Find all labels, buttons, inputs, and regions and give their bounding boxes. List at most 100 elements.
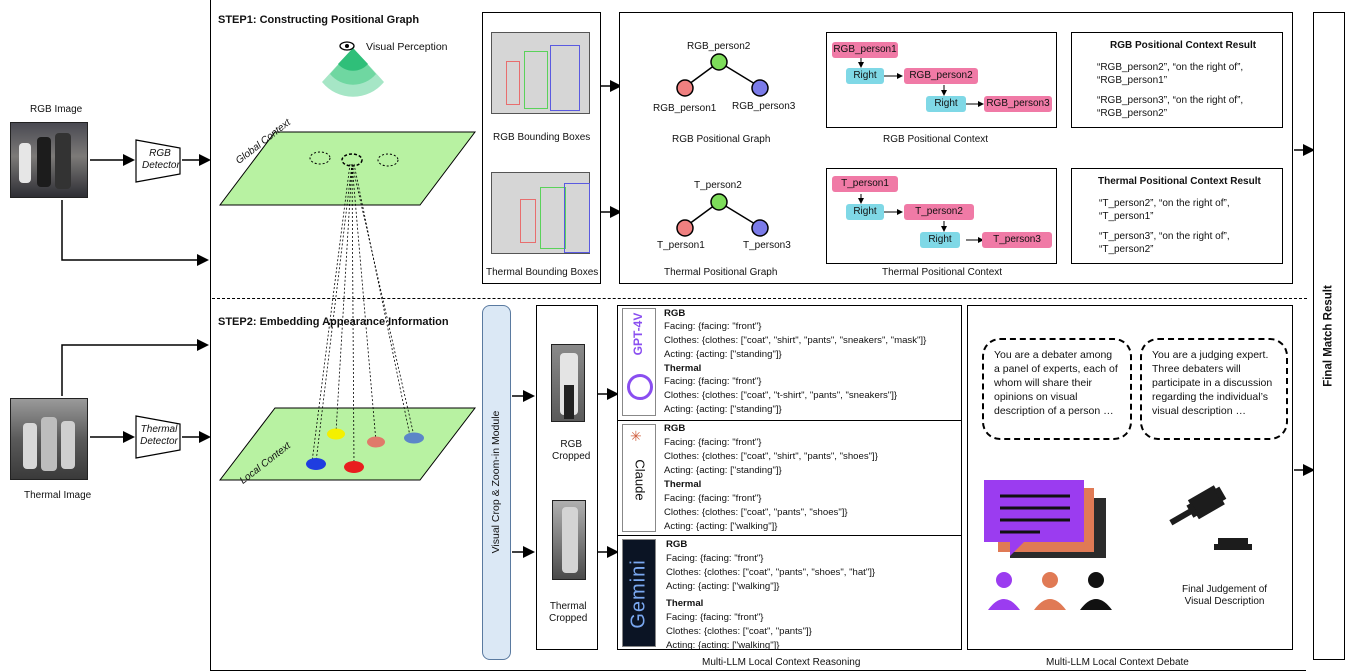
rgb-context-arrows [858,58,984,107]
gemini-thermal-line: Clothes: {clothes: ["coat", "pants"]} [666,626,812,637]
claude-rgb-line: Facing: {facing: "front"} [664,437,762,448]
step1-title: STEP1: Constructing Positional Graph [218,14,420,26]
gpt-rgb-line: Clothes: {clothes: ["coat", "shirt", "pa… [664,335,927,346]
gemini-thermal-head: Thermal [666,598,704,609]
thermal-cropped-image [552,500,586,580]
rgb-result-line: “RGB_person1” [1097,75,1168,86]
rgb-graph [676,53,769,97]
thermal-result-line: “T_person3”, “on the right of”, [1099,231,1230,242]
crop-module-label: Visual Crop & Zoom-in Module [489,410,502,554]
gpt-thermal-line: Acting: {acting: ["standing"]} [664,404,782,415]
reasoning-divider [617,420,962,421]
gpt-thermal-head: Thermal [664,363,702,374]
claude-thermal-line: Acting: {acting: ["walking"]} [664,521,778,532]
thermal-result-box [1071,168,1283,264]
thermal-node-2: T_person2 [694,180,742,191]
gemini-rgb-line: Facing: {facing: "front"} [666,553,764,564]
gpt-thermal-line: Clothes: {clothes: ["coat", "t-shirt", "… [664,390,898,401]
gemini-logo-box [622,539,656,647]
final-match-box [1313,12,1345,660]
debate-label: Multi-LLM Local Context Debate [1046,657,1189,668]
thermal-chain-right1: Right [846,204,884,220]
rgb-detector-label: RGB Detector [142,148,180,171]
rgb-result-box [1071,32,1283,128]
gpt-logo-text: GPT-4V [631,312,646,356]
thermal-node-3: T_person3 [743,240,791,251]
visual-perception-label: Visual Perception [366,41,448,53]
rgb-cropped-image [551,344,585,422]
judge-text: You are a judging expert. Three debaters… [1152,349,1273,417]
rgb-image [10,122,88,198]
rgb-bbox-label: RGB Bounding Boxes [493,132,591,143]
gemini-thermal-line: Acting: {acting: ["walking"]} [666,640,780,651]
thermal-chain-person2: T_person2 [904,204,974,220]
claude-icon: ✳ [630,428,642,444]
claude-thermal-head: Thermal [664,479,702,490]
gemini-rgb-head: RGB [666,539,688,550]
crop-module [482,305,511,660]
gemini-thermal-line: Facing: {facing: "front"} [666,612,764,623]
gpt-rgb-line: Facing: {facing: "front"} [664,321,762,332]
gpt-rgb-line: Acting: {acting: ["standing"]} [664,349,782,360]
reasoning-label: Multi-LLM Local Context Reasoning [702,657,861,668]
rgb-node-3: RGB_person3 [732,101,796,112]
claude-thermal-line: Facing: {facing: "front"} [664,493,762,504]
thermal-graph [676,193,769,237]
thermal-result-title: Thermal Positional Context Result [1098,176,1261,187]
final-judgement-label: Final Judgement of Visual Description [1182,584,1268,607]
debater-bubble: You are a debater among a panel of exper… [982,338,1132,440]
claude-rgb-line: Clothes: {clothes: ["coat", "shirt", "pa… [664,451,878,462]
step2-title: STEP2: Embedding Appearance Information [218,316,449,328]
gemini-rgb-line: Clothes: {clothes: ["coat", "pants", "sh… [666,567,876,578]
rgb-graph-label: RGB Positional Graph [672,134,771,145]
thermal-cropped-label: Thermal Cropped [549,601,588,624]
thermal-detector-label: Thermal Detector [140,424,178,447]
thermal-result-line: “T_person1” [1099,211,1154,222]
thermal-bbox-label: Thermal Bounding Boxes [486,267,599,278]
final-match-label: Final Match Result [1322,285,1335,387]
rgb-chain-right2: Right [926,96,966,112]
thermal-context-arrows [858,194,984,243]
thermal-chain-right2: Right [920,232,960,248]
thermal-result-line: “T_person2” [1099,244,1154,255]
rgb-result-line: “RGB_person3”, “on the right of”, [1097,95,1244,106]
rgb-cropped-label: RGB Cropped [552,439,591,462]
rgb-detector: RGB Detector [134,138,182,184]
gpt-thermal-line: Facing: {facing: "front"} [664,376,762,387]
claude-logo-box [622,424,656,532]
gemini-rgb-line: Acting: {acting: ["walking"]} [666,581,780,592]
rgb-bbox-image [491,32,590,114]
thermal-chain-person1: T_person1 [832,176,898,192]
thermal-image [10,398,88,480]
thermal-bbox-image [491,172,590,254]
claude-rgb-line: Acting: {acting: ["standing"]} [664,465,782,476]
claude-thermal-line: Clothes: {clothes: ["coat", "pants", "sh… [664,507,848,518]
rgb-context-label: RGB Positional Context [883,134,989,145]
judge-bubble: You are a judging expert. Three debaters… [1140,338,1288,440]
reasoning-panel [617,305,962,650]
rgb-result-line: “RGB_person2” [1097,108,1168,119]
claude-rgb-head: RGB [664,423,686,434]
reasoning-divider [617,535,962,536]
thermal-chain-person3: T_person3 [982,232,1052,248]
rgb-chain-right1: Right [846,68,884,84]
rgb-result-line: “RGB_person2”, “on the right of”, [1097,62,1244,73]
gemini-logo-text: Gemini [627,559,650,629]
rgb-chain-person2: RGB_person2 [904,68,978,84]
rgb-image-label: RGB Image [30,104,83,115]
thermal-image-label: Thermal Image [24,490,92,501]
thermal-detector: Thermal Detector [134,414,182,460]
gavel-icon [1169,485,1252,550]
step-divider [212,298,1307,299]
gpt-logo-box [622,308,656,416]
thermal-context-label: Thermal Positional Context [882,267,1003,278]
openai-icon [627,374,653,400]
thermal-graph-label: Thermal Positional Graph [664,267,778,278]
gpt-rgb-head: RGB [664,308,686,319]
rgb-chain-person1: RGB_person1 [832,42,898,58]
rgb-node-2: RGB_person2 [687,41,751,52]
rgb-result-title: RGB Positional Context Result [1110,40,1257,51]
thermal-node-1: T_person1 [657,240,705,251]
debater-text: You are a debater among a panel of exper… [994,349,1118,417]
